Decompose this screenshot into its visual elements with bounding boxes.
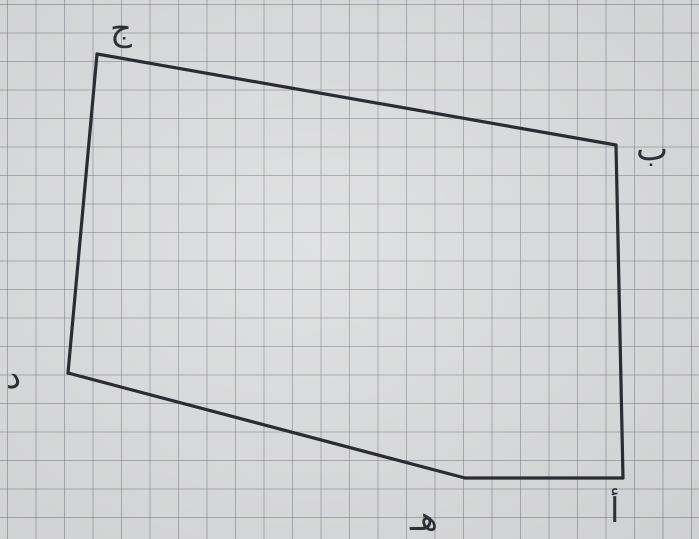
- edge-ha-dal: [66, 371, 467, 480]
- edge-ba-alif: [614, 143, 625, 480]
- vertex-label-alif: أ: [610, 488, 619, 531]
- edge-dal-jim: [66, 52, 99, 375]
- vertex-label-jim: ج: [110, 9, 132, 49]
- vertex-label-dal: د: [6, 357, 21, 397]
- edge-jim-ba: [95, 52, 618, 147]
- vertex-label-ha: هـ: [409, 499, 438, 539]
- vertex-label-ba: ب: [636, 129, 668, 169]
